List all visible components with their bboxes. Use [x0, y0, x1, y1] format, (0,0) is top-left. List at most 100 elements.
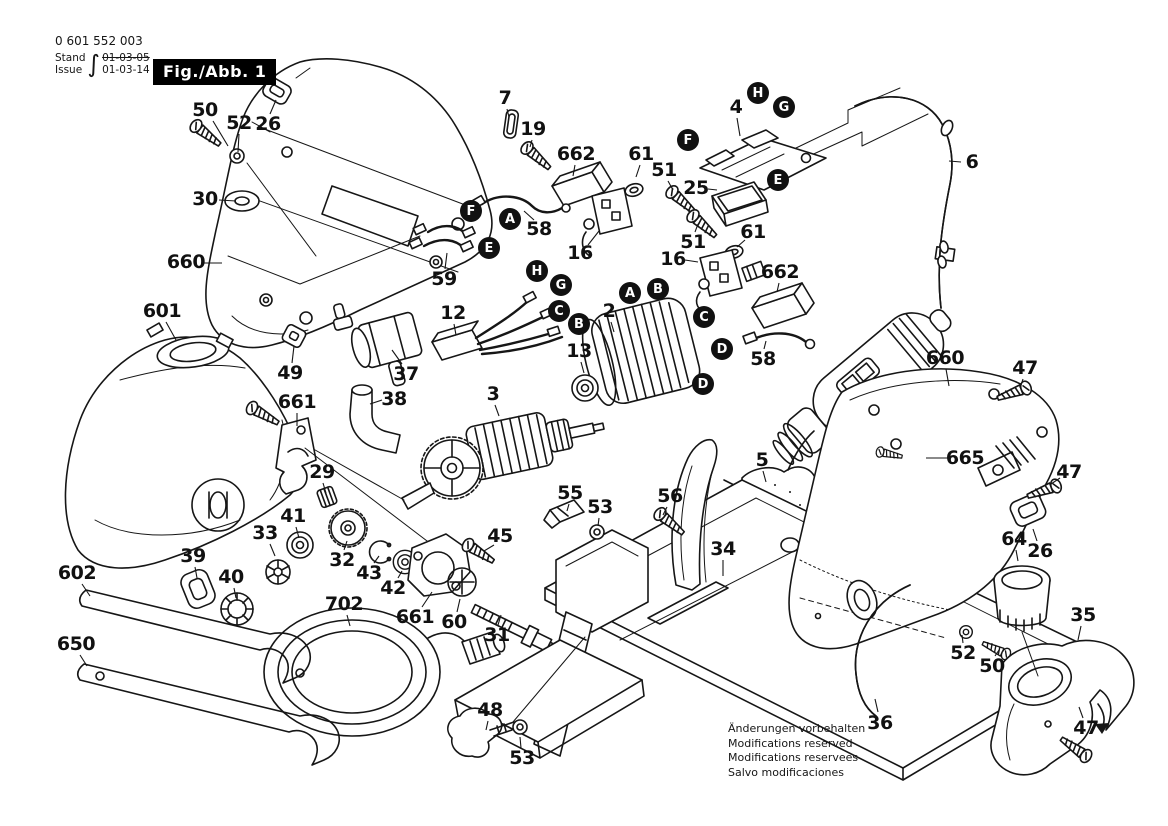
cable-hose [854, 96, 956, 309]
seal-39 [180, 568, 216, 610]
switch-assembly [699, 129, 827, 191]
part-label-660: 660 [925, 347, 965, 369]
leader-line-16 [684, 259, 699, 263]
leader-line-59 [444, 252, 448, 270]
wing-knob-48 [447, 707, 515, 758]
brush-662-left [551, 161, 613, 207]
leader-line-49 [291, 345, 295, 364]
leader-line-3 [494, 404, 500, 417]
part-label-32: 32 [329, 549, 355, 571]
part-label-41: 41 [280, 505, 306, 527]
part-number: 0 601 552 003 [55, 34, 143, 48]
wires-59 [408, 222, 476, 253]
callout-C-5: C [548, 300, 570, 322]
knurled-nut-29 [316, 485, 338, 509]
part-label-53: 53 [509, 747, 535, 769]
wire-guard-36 [854, 584, 911, 717]
leader-line-58 [763, 340, 767, 350]
part-label-61: 61 [628, 143, 654, 165]
leader-line-32 [343, 540, 348, 551]
part-label-50: 50 [979, 655, 1005, 677]
valve-37 [332, 303, 423, 387]
callout-E-15: E [767, 169, 789, 191]
leader-line-37 [391, 349, 403, 365]
impeller-33 [265, 559, 291, 585]
leader-line-42 [397, 570, 403, 579]
part-label-40: 40 [218, 566, 244, 588]
part-label-58: 58 [750, 348, 776, 370]
leader-line-61 [635, 164, 641, 178]
part-label-45: 45 [487, 525, 513, 547]
part-label-42: 42 [380, 577, 406, 599]
callout-B-8: B [647, 278, 669, 300]
part-label-39: 39 [180, 545, 206, 567]
part-label-661: 661 [277, 391, 317, 413]
drawing-header: 0 601 552 003 Stand Issue ∫ 01-03-05 01-… [55, 34, 150, 76]
leader-line-26 [269, 99, 277, 115]
modifications-notice: Änderungen vorbehalten Modifications res… [728, 722, 865, 780]
leader-line-13 [580, 361, 585, 374]
part-label-48: 48 [477, 699, 503, 721]
leader-line-36 [874, 698, 879, 713]
part-label-37: 37 [393, 363, 419, 385]
part-label-55: 55 [557, 482, 583, 504]
tank [64, 322, 303, 569]
part-label-12: 12 [440, 302, 466, 324]
part-label-52: 52 [950, 642, 976, 664]
part-label-665: 665 [945, 447, 985, 469]
part-label-35: 35 [1070, 604, 1096, 626]
part-label-2: 2 [602, 300, 616, 322]
leader-line-661 [421, 591, 433, 608]
leader-line-47 [1078, 706, 1084, 719]
part-label-64: 64 [1001, 528, 1027, 550]
part-label-650: 650 [56, 633, 96, 655]
housing-right [788, 368, 1060, 650]
leader-line-45 [483, 544, 495, 552]
callout-F-14: F [677, 129, 699, 151]
part-label-47: 47 [1056, 461, 1082, 483]
callout-G-4: G [550, 274, 572, 296]
part-label-60: 60 [441, 611, 467, 633]
callout-B-6: B [568, 313, 590, 335]
leader-line-6 [948, 160, 962, 163]
grommet-30 [224, 190, 260, 212]
callout-A-7: A [619, 282, 641, 304]
part-label-13: 13 [566, 340, 592, 362]
part-label-51: 51 [680, 231, 706, 253]
housing-left [205, 58, 493, 349]
wire-58-right [742, 331, 816, 350]
part-label-33: 33 [252, 522, 278, 544]
elbow-38 [349, 384, 401, 454]
leader-line-662 [776, 282, 780, 293]
leader-line-2 [610, 321, 615, 333]
gear-32 [328, 508, 368, 548]
leader-line-4 [736, 117, 741, 137]
stator [581, 297, 701, 407]
part-label-31: 31 [484, 624, 510, 646]
leader-line-61 [736, 239, 746, 248]
leader-line-25 [707, 188, 718, 191]
brush-holder-16-right [695, 249, 767, 313]
frame-25 [711, 181, 769, 227]
callout-G-13: G [773, 96, 795, 118]
figure-badge: Fig./Abb. 1 [153, 59, 277, 85]
callout-D-11: D [692, 373, 714, 395]
part-label-34: 34 [710, 538, 736, 560]
part-label-38: 38 [381, 388, 407, 410]
part-label-662: 662 [760, 261, 800, 283]
coiled-hose-702 [263, 607, 506, 737]
flange-nut-40 [220, 592, 254, 626]
leader-line-51 [667, 180, 674, 191]
stand-label: Stand [55, 52, 86, 64]
leader-line-52 [961, 634, 964, 644]
part-label-5: 5 [755, 449, 769, 471]
leader-line-47 [1019, 378, 1024, 389]
leader-line-38 [369, 399, 383, 405]
leader-line-60 [456, 598, 461, 613]
leader-line-29 [322, 482, 327, 494]
armature [401, 412, 605, 510]
brush-662-right [751, 282, 815, 329]
leader-line-650 [79, 654, 88, 667]
